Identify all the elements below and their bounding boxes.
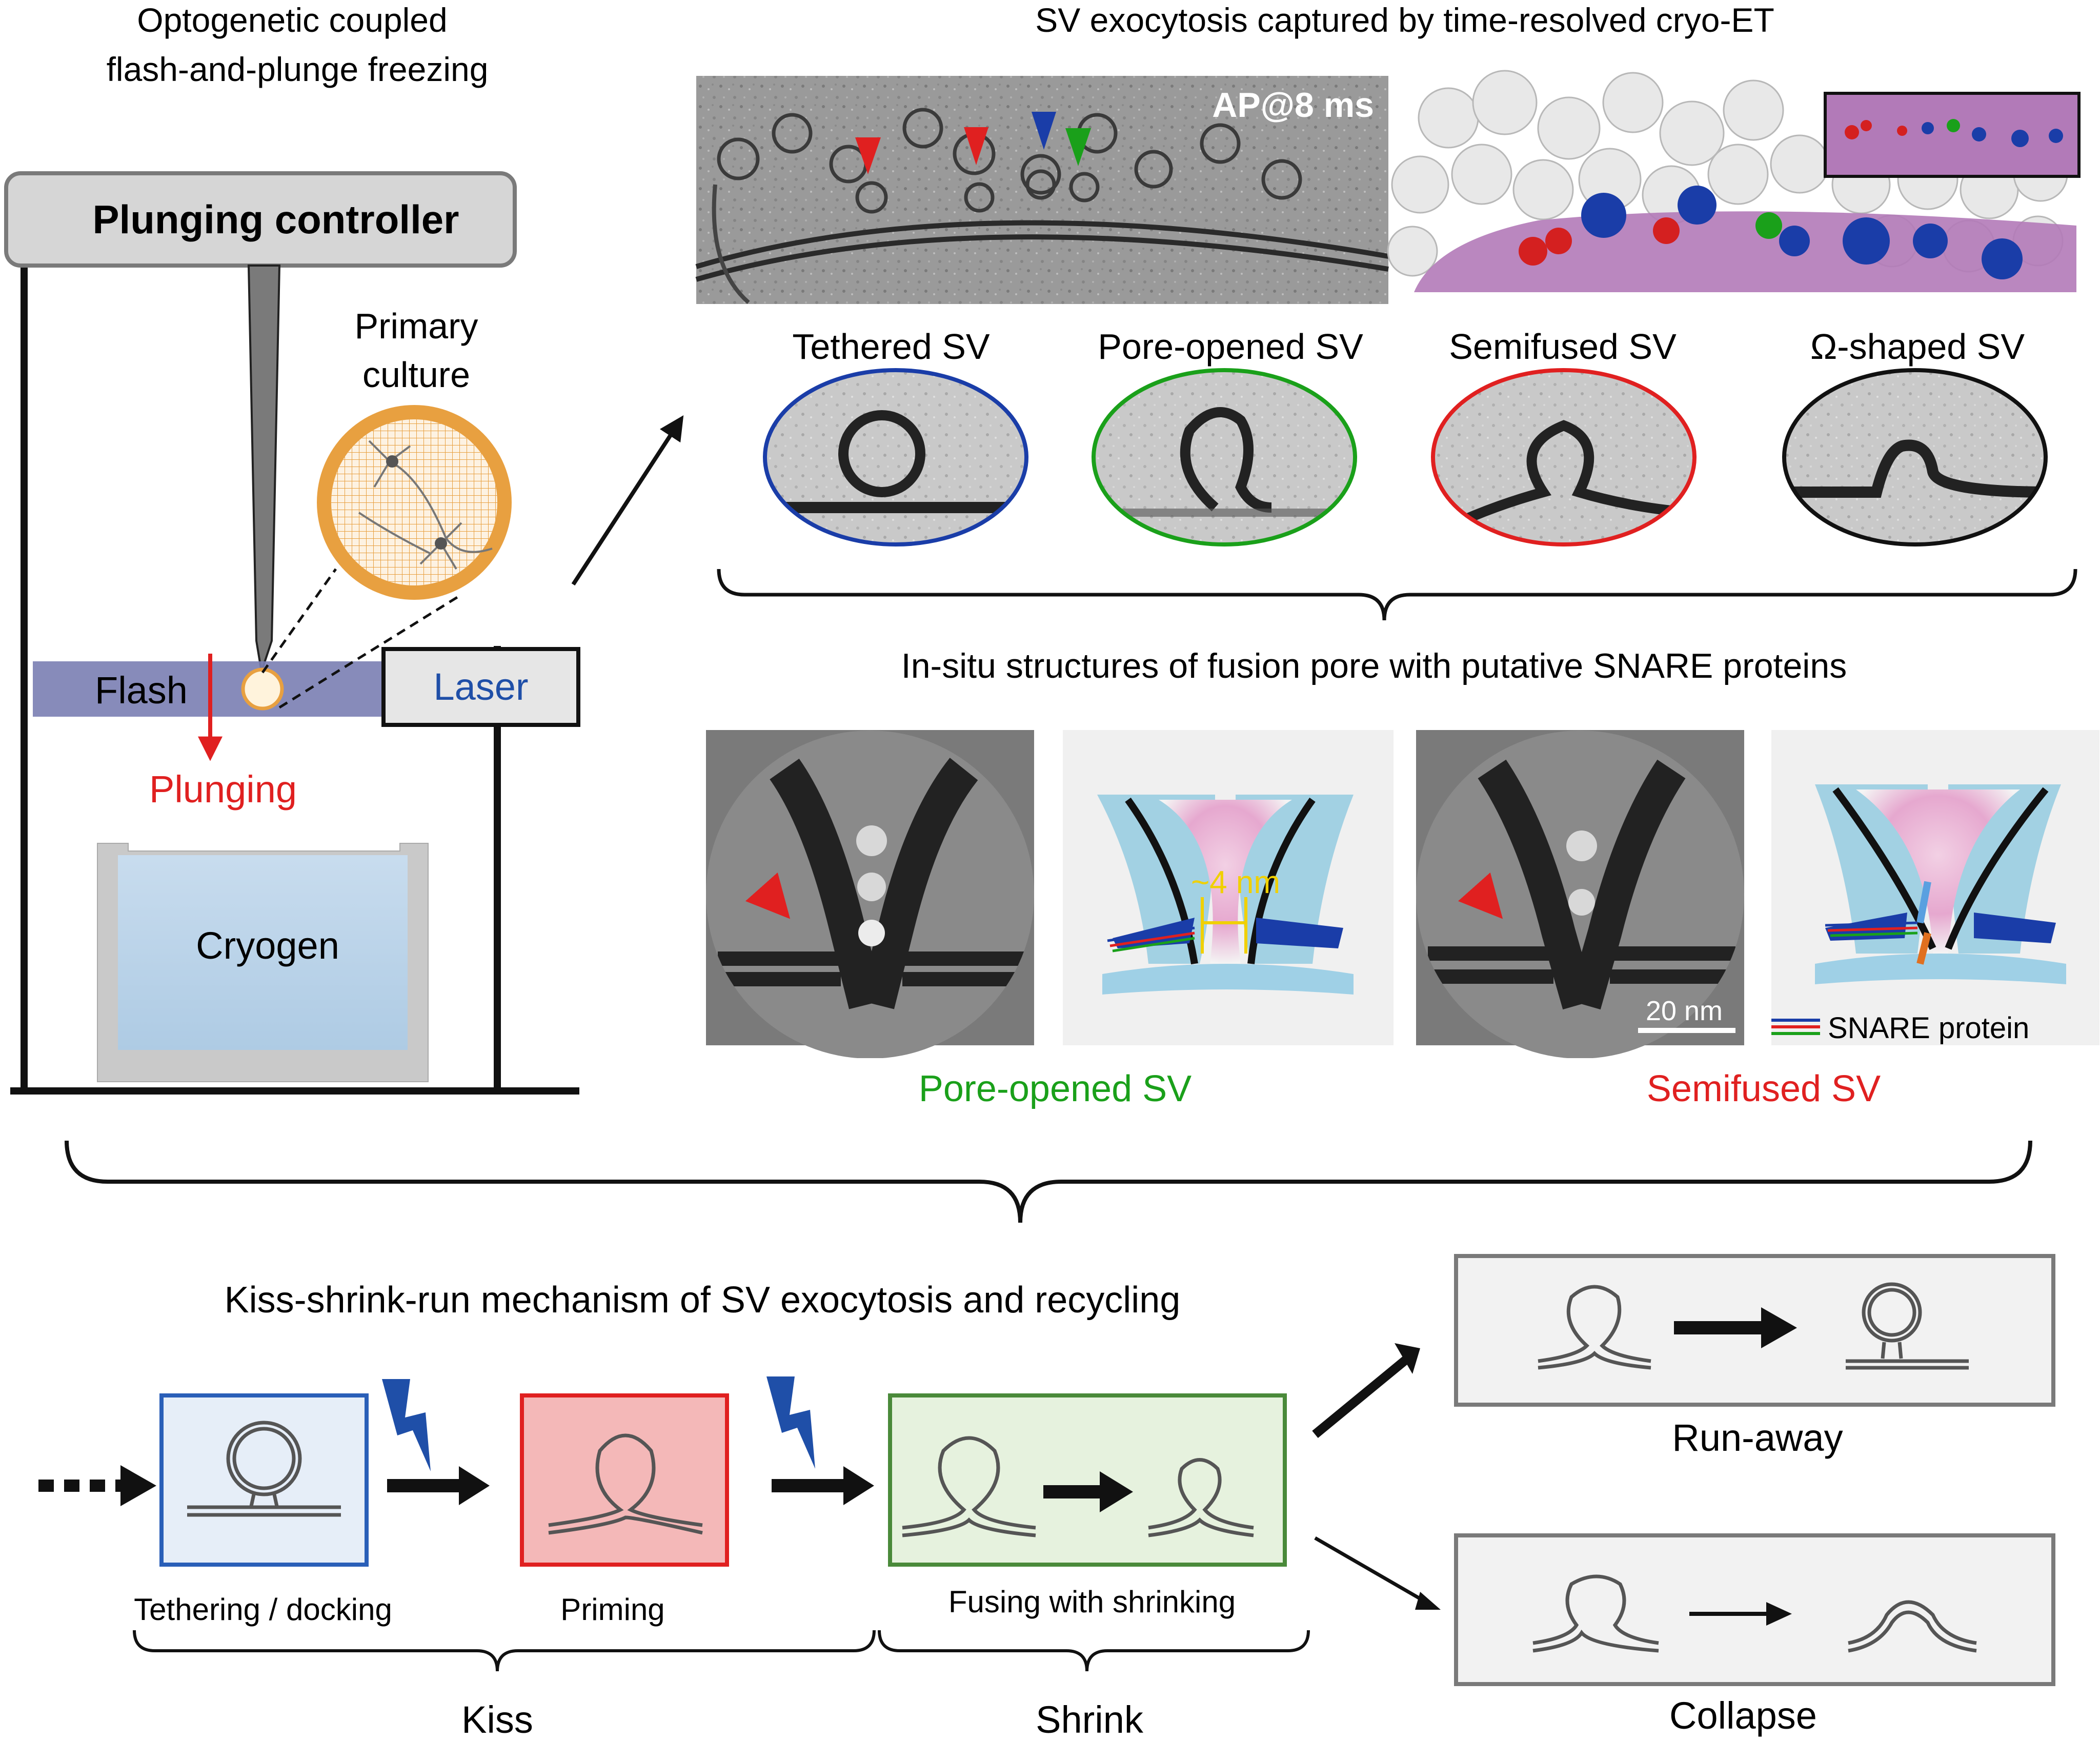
culture-zoom-line-2 — [278, 593, 462, 709]
priming-box — [520, 1393, 729, 1567]
middle-panel: In-situ structures of fusion pore with p… — [706, 646, 2099, 1109]
plunger-needle — [247, 265, 281, 672]
state-label-omega: Ω-shaped SV — [1810, 327, 2025, 367]
culture-zoom-line-1 — [261, 568, 337, 674]
state-image-semifused — [1431, 368, 1697, 546]
sample-dot — [241, 667, 284, 711]
culture-label-line2: culture — [362, 355, 470, 395]
fusing-vesicle-icon — [902, 1436, 1254, 1537]
snare-legend-swatch — [1771, 1019, 1820, 1035]
to-run-away-arrow — [1312, 1355, 1410, 1438]
plunging-label: Plunging — [149, 768, 297, 811]
middle-title: In-situ structures of fusion pore with p… — [901, 646, 1847, 685]
left-panel: Optogenetic coupled flash-and-plunge fre… — [4, 1, 580, 1095]
collapse-box — [1454, 1533, 2055, 1686]
collapse-vesicle-icon — [1532, 1574, 1977, 1653]
state-label-tethered: Tethered SV — [792, 327, 990, 367]
primed-vesicle-icon — [548, 1433, 703, 1535]
left-title-line1: Optogenetic coupled — [137, 1, 447, 39]
tethered-vesicle-icon — [187, 1421, 341, 1517]
states-brace — [717, 569, 2077, 621]
run-away-label: Run-away — [1672, 1416, 1843, 1459]
to-collapse-arrow — [1314, 1536, 1431, 1607]
step-label-fusing: Fusing with shrinking — [948, 1585, 1236, 1619]
flash-label: Flash — [95, 669, 188, 712]
apparatus-frame-left-post — [21, 241, 28, 1092]
laser-label: Laser — [433, 665, 528, 708]
kiss-brace — [133, 1630, 876, 1672]
collapse-label: Collapse — [1669, 1694, 1817, 1737]
scale-bar-label: 20 nm — [1646, 996, 1723, 1026]
phase-label-shrink: Shrink — [1036, 1698, 1144, 1741]
phase-label-kiss: Kiss — [461, 1698, 533, 1741]
pore-model-pore-opened — [1063, 730, 1394, 1045]
shrink-brace — [878, 1630, 1310, 1672]
laser-box — [381, 647, 580, 727]
tomogram-label: AP@8 ms — [1212, 86, 1374, 125]
cryogen-liquid — [118, 855, 408, 1050]
fusing-box — [888, 1393, 1287, 1567]
state-label-semifused: Semifused SV — [1449, 327, 1677, 367]
average-semifused — [1416, 730, 1744, 1058]
step-label-priming: Priming — [560, 1592, 664, 1627]
cryogen-label: Cryogen — [196, 924, 339, 967]
tomogram-markers — [855, 112, 1091, 174]
culture-label-line1: Primary — [354, 306, 478, 346]
state-image-pore-opened — [1092, 368, 1357, 546]
lightning-icon — [766, 1376, 815, 1469]
state-image-omega — [1782, 368, 2048, 546]
lightning-icon — [382, 1379, 431, 1471]
state-image-tethered — [763, 368, 1028, 546]
bottom-title: Kiss-shrink-run mechanism of SV exocytos… — [225, 1280, 1181, 1321]
run-away-vesicle-icon — [1538, 1282, 1969, 1370]
left-title-line2: flash-and-plunge freezing — [107, 50, 489, 88]
caption-semifused: Semifused SV — [1647, 1068, 1881, 1109]
state-label-pore-opened: Pore-opened SV — [1098, 327, 1363, 367]
plunging-controller-label: Plunging controller — [93, 197, 459, 242]
pore-model-semifused — [1771, 730, 2099, 1045]
section-brace — [65, 1140, 2032, 1223]
top-right-title: SV exocytosis captured by time-resolved … — [1035, 1, 1774, 39]
snare-legend-label: SNARE protein — [1828, 1011, 2029, 1045]
caption-pore-opened: Pore-opened SV — [919, 1068, 1192, 1109]
bottom-panel: Kiss-shrink-run mechanism of SV exocytos… — [38, 1254, 2055, 1741]
segmentation-render — [1387, 70, 2081, 292]
average-pore-opened — [706, 730, 1034, 1058]
step-label-tethering: Tethering / docking — [134, 1592, 392, 1627]
panel-link-arrow — [571, 415, 684, 586]
pore-width-label: ~4 nm — [1191, 865, 1280, 900]
top-right-panel: SV exocytosis captured by time-resolved … — [695, 1, 2081, 621]
